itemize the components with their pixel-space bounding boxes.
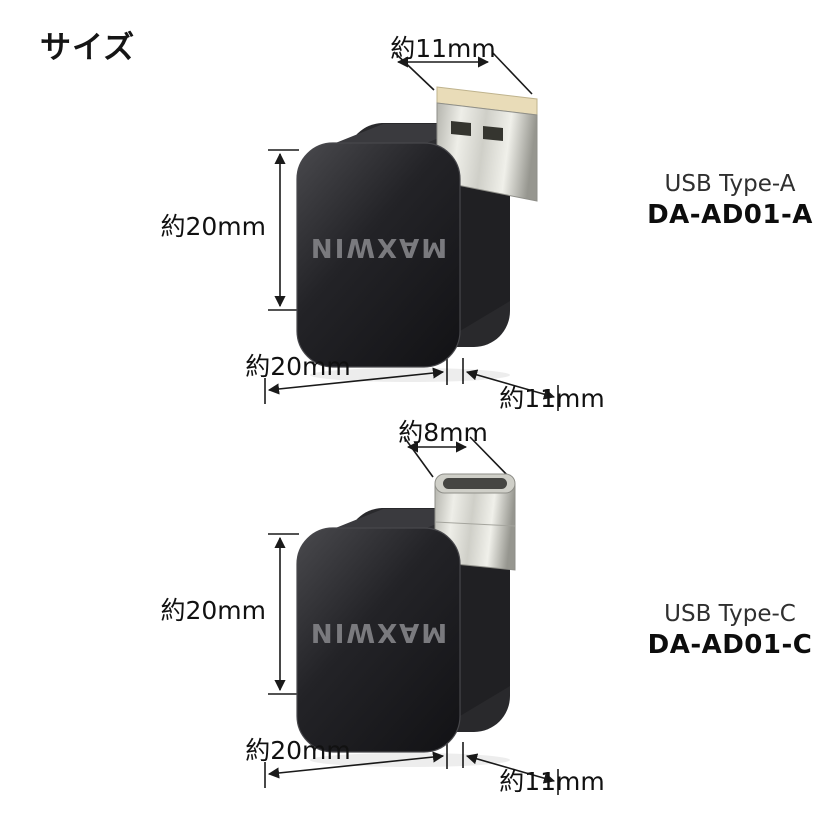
- brand-text-c: MAXWIN: [309, 617, 447, 647]
- usb-a-connector-icon: [436, 86, 538, 202]
- product-model-c: DA-AD01-C: [647, 630, 813, 660]
- adapter-shadow: [310, 753, 510, 767]
- product-type-c: USB Type-C: [664, 601, 796, 627]
- dim-label-a-depth: 約11mm: [499, 384, 605, 413]
- dim-label-c-width: 約20mm: [245, 736, 351, 765]
- product-label-c: USB Type-C DA-AD01-C: [635, 601, 825, 660]
- adapter-front-face: [296, 527, 461, 753]
- page-title: サイズ: [40, 30, 136, 66]
- dim-label-a-connector-width: 約11mm: [390, 34, 496, 63]
- dim-label-a-width: 約20mm: [245, 352, 351, 381]
- adapter-shadow: [310, 368, 510, 382]
- dim-label-a-height: 約20mm: [160, 212, 266, 241]
- usb-type-c-adapter-image: MAXWIN: [296, 473, 516, 767]
- usb-type-a-adapter-image: MAXWIN: [296, 86, 538, 382]
- product-type-a: USB Type-A: [664, 171, 796, 197]
- dim-label-c-height: 約20mm: [160, 596, 266, 625]
- dim-label-c-depth: 約11mm: [499, 767, 605, 796]
- brand-text-a: MAXWIN: [309, 232, 447, 262]
- adapter-front-face: [296, 142, 461, 368]
- dim-label-c-connector-width: 約8mm: [398, 418, 488, 447]
- product-model-a: DA-AD01-A: [647, 200, 813, 230]
- product-label-a: USB Type-A DA-AD01-A: [635, 171, 825, 230]
